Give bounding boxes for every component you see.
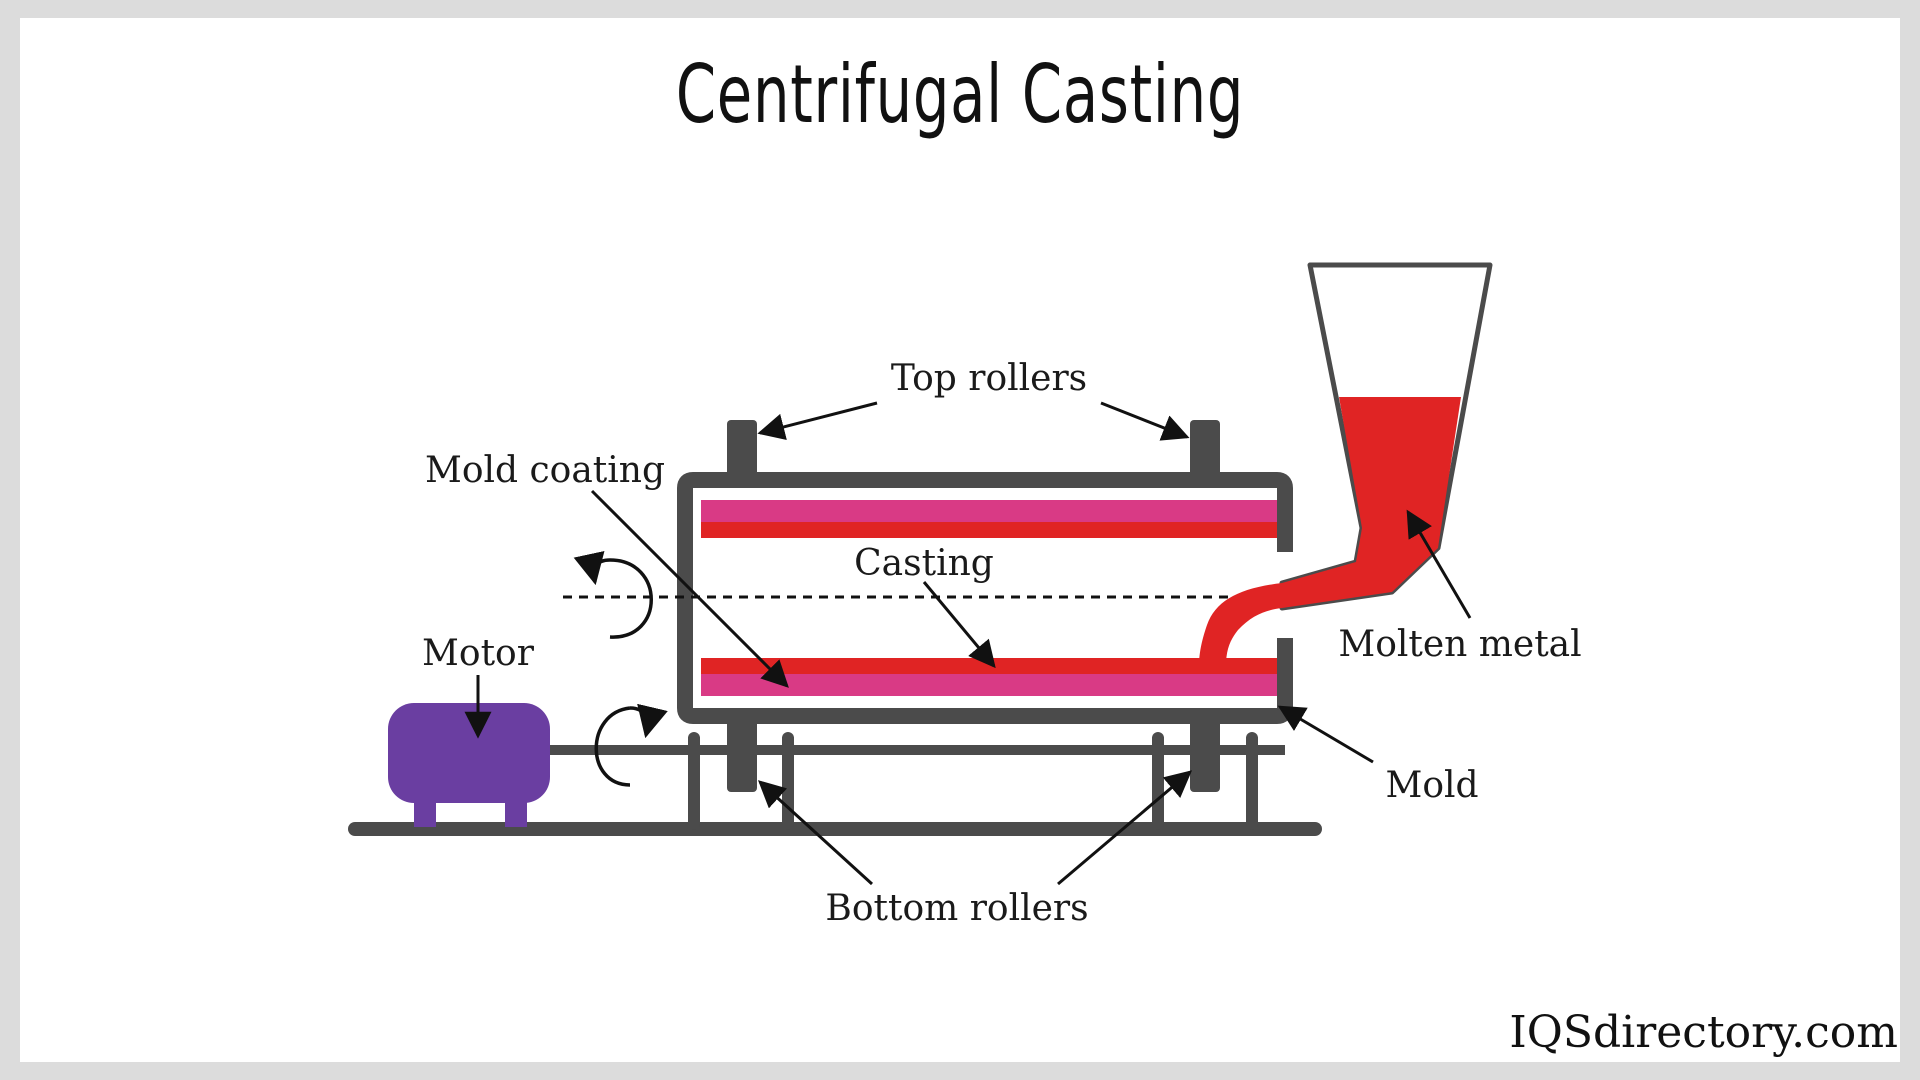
arrow-bottom-rollers-right [1057, 770, 1193, 886]
label-mold-coating: Mold coating [425, 450, 665, 491]
brand-watermark: IQSdirectory.com [1509, 1007, 1898, 1058]
support-post [1152, 732, 1164, 830]
diagram-title: Centrifugal Casting [675, 48, 1245, 141]
label-bottom-rollers: Bottom rollers [825, 888, 1088, 929]
arrow-mold-coating [590, 489, 789, 688]
molten-metal-in-funnel [1282, 397, 1461, 608]
casting-upper [701, 522, 1277, 538]
support-post [1246, 732, 1258, 830]
support-post [782, 732, 794, 830]
mold-coating-upper [701, 500, 1277, 522]
bottom-roller-left [727, 712, 757, 792]
rotation-arrow-icon [573, 550, 653, 639]
bottom-roller-right [1190, 712, 1220, 792]
arrow-mold [1277, 705, 1374, 764]
arrow-top-rollers-right [1100, 401, 1190, 441]
base-rail [348, 822, 1322, 836]
label-casting: Casting [854, 543, 994, 584]
molten-metal-stream [1199, 583, 1282, 666]
drive-shaft [545, 745, 1285, 755]
arrow-molten-metal [1406, 509, 1472, 619]
label-top-rollers: Top rollers [891, 358, 1087, 399]
support-post [688, 732, 700, 830]
mold-coating-lower [701, 674, 1277, 696]
top-roller-right [1190, 420, 1220, 482]
rotation-arrow-icon [594, 703, 668, 787]
top-roller-left [727, 420, 757, 482]
arrow-bottom-rollers-left [758, 780, 874, 886]
arrow-top-rollers-left [757, 401, 878, 441]
label-motor: Motor [422, 633, 535, 674]
arrow-casting [922, 581, 996, 669]
diagram-card [20, 18, 1900, 1062]
label-mold: Mold [1385, 765, 1478, 806]
label-molten-metal: Molten metal [1338, 624, 1581, 665]
motor-icon [388, 703, 550, 827]
